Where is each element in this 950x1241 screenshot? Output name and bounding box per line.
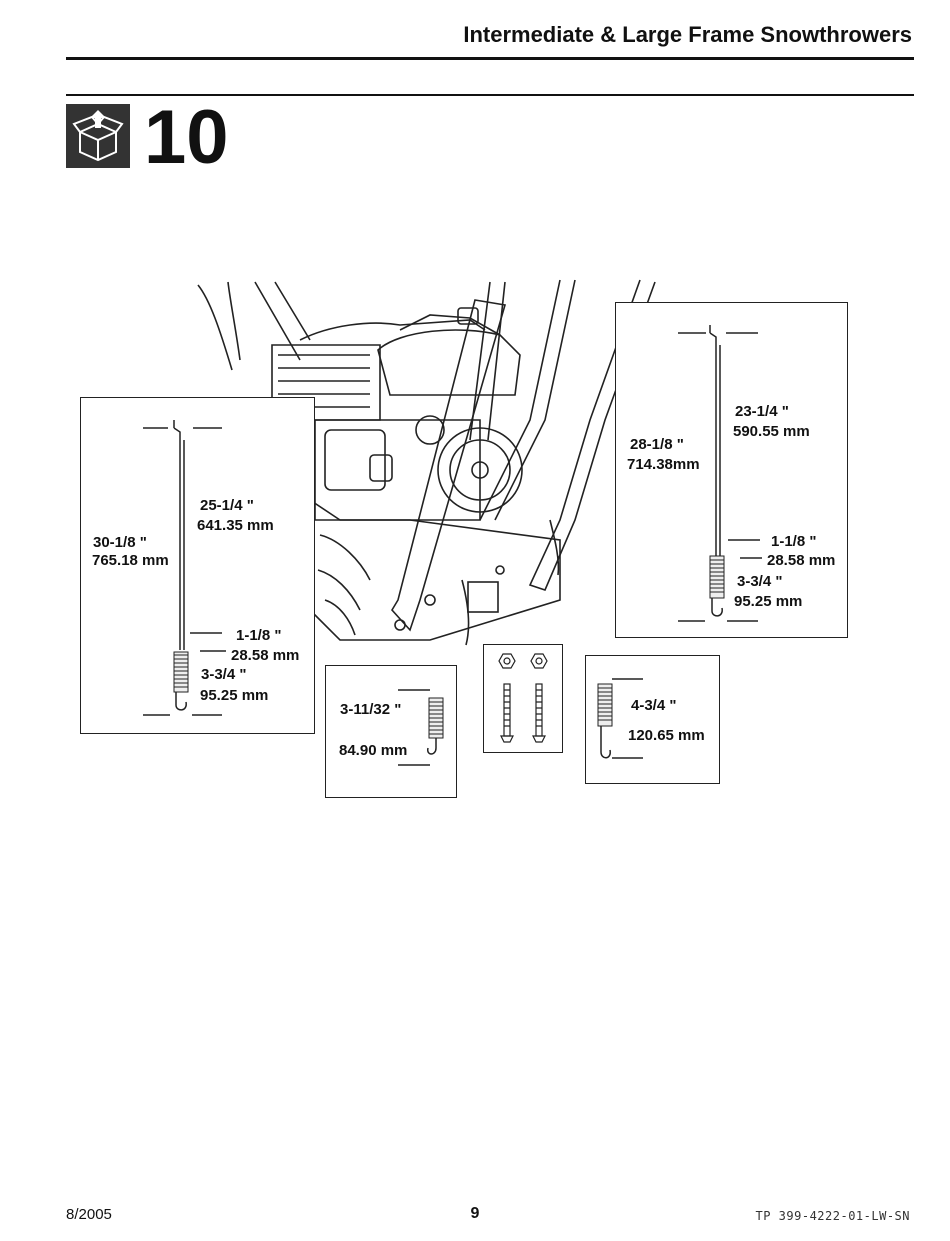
medium-spring-length-mm: 120.65 mm [628, 728, 705, 743]
part-number: TP 399-4222-01-LW-SN [756, 1209, 911, 1223]
medium-spring-length-in: 4-3/4 " [631, 698, 676, 713]
